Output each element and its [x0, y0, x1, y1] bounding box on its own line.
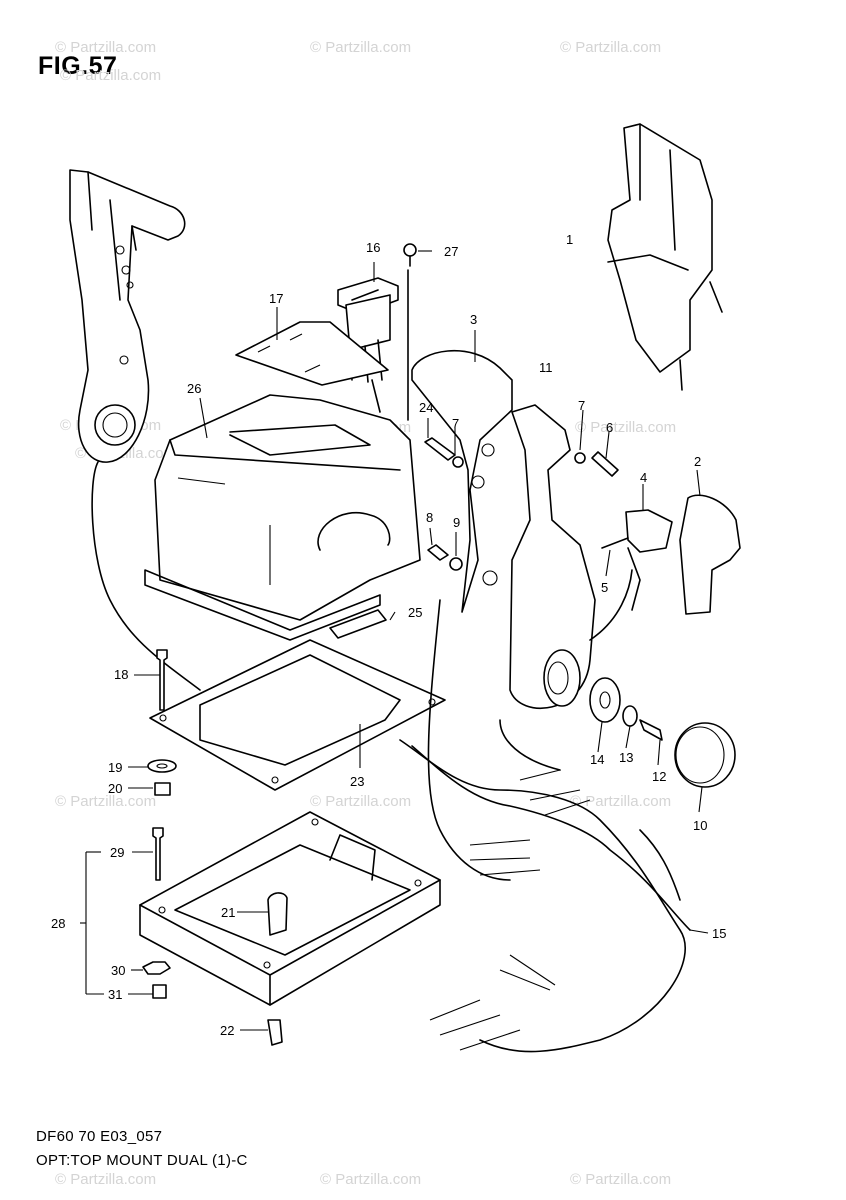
callout-labels: 1 2 3 4 5 6 7 7 8 9 10 11 12 13 14 15 16…	[51, 232, 726, 1038]
part-label: 4	[640, 470, 647, 485]
part-label: 26	[187, 381, 201, 396]
handle-assembly	[411, 349, 633, 710]
part-label: 10	[693, 818, 707, 833]
watermark: © Partzilla.com	[570, 1171, 671, 1188]
part-label: 13	[619, 750, 633, 765]
part-label: 16	[366, 240, 380, 255]
remote-control-1	[607, 123, 723, 391]
part-label: 7	[578, 398, 585, 413]
cap-assembly	[589, 677, 736, 788]
part-label: 8	[426, 510, 433, 525]
screw-27	[403, 243, 417, 267]
figure-title: FIG.57	[38, 52, 118, 80]
figure-code: DF60 70 E03_057	[36, 1128, 163, 1145]
wire-harness-15	[399, 599, 691, 1053]
part-label: 12	[652, 769, 666, 784]
part-label: 5	[601, 580, 608, 595]
part-label: 1	[566, 232, 573, 247]
part-label: 21	[221, 905, 235, 920]
part-label: 29	[110, 845, 124, 860]
leader-lines	[80, 250, 709, 1031]
watermark: © Partzilla.com	[310, 793, 411, 810]
watermark: © Partzilla.com	[310, 39, 411, 56]
part-label: 23	[350, 774, 364, 789]
part-label: 6	[606, 420, 613, 435]
part-label: 9	[453, 515, 460, 530]
left-control-lever	[69, 169, 201, 691]
part-label: 19	[108, 760, 122, 775]
watermark: © Partzilla.com	[55, 1171, 156, 1188]
fasteners-left	[147, 649, 177, 796]
watermark: © Partzilla.com	[320, 1171, 421, 1188]
part-label: 3	[470, 312, 477, 327]
switch-assembly	[235, 269, 409, 421]
part-label: 2	[694, 454, 701, 469]
fasteners-base	[142, 827, 288, 1046]
part-label: 18	[114, 667, 128, 682]
part-label: 30	[111, 963, 125, 978]
part-label: 27	[444, 244, 458, 259]
clip-25	[329, 609, 387, 639]
part-label: 11	[539, 360, 553, 375]
part-label: 7	[452, 416, 459, 431]
watermark: © Partzilla.com	[55, 793, 156, 810]
part-label: 14	[590, 752, 604, 767]
watermark: © Partzilla.com	[60, 67, 161, 84]
watermark: © Partzilla.com	[575, 419, 676, 436]
figure-subtitle: OPT:TOP MOUNT DUAL (1)-C	[36, 1152, 248, 1169]
base-28	[139, 811, 441, 1006]
cover-26	[144, 394, 421, 641]
small-fasteners	[424, 437, 619, 571]
part-label: 17	[269, 291, 283, 306]
neutral-switch	[601, 494, 741, 615]
part-label: 28	[51, 916, 65, 931]
part-label: 25	[408, 605, 422, 620]
gasket-23	[149, 639, 446, 791]
part-label: 20	[108, 781, 122, 796]
part-label: 31	[108, 987, 122, 1002]
part-label: 15	[712, 926, 726, 941]
watermark: © Partzilla.com	[55, 39, 156, 56]
part-label: 24	[419, 400, 433, 415]
part-label: 22	[220, 1023, 234, 1038]
watermark: © Partzilla.com	[560, 39, 661, 56]
watermark: © Partzilla.com	[570, 793, 671, 810]
